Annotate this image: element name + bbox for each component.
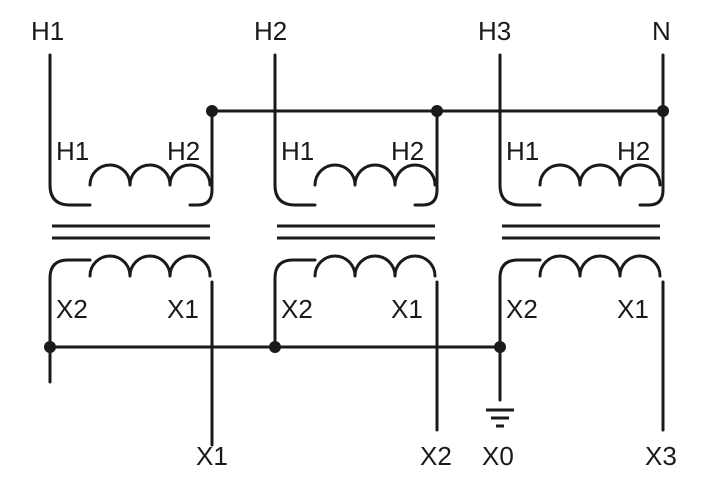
transformer-3-secondary: [498, 254, 665, 432]
secondary-1-right-label: X1: [167, 294, 199, 324]
top-terminal-h1: H1: [31, 16, 64, 46]
bottom-terminal-x3: X3: [645, 441, 677, 471]
transformer-2-secondary: [273, 254, 439, 432]
secondary-2-right-label: X1: [391, 294, 423, 324]
primary-1-right-label: H2: [167, 136, 200, 166]
transformer-3-primary: [498, 53, 665, 207]
transformer-1-primary: [48, 53, 214, 207]
transformer-cores: [52, 224, 660, 240]
bottom-terminal-x1: X1: [196, 441, 228, 471]
bottom-terminal-x0: X0: [482, 441, 514, 471]
top-terminal-n: N: [652, 16, 671, 46]
junction-dot: [494, 341, 506, 353]
secondary-3-left-label: X2: [506, 294, 538, 324]
transformer-1-secondary: [48, 254, 214, 447]
primary-1-left-label: H1: [56, 136, 89, 166]
primary-3-right-label: H2: [617, 136, 650, 166]
secondary-3-right-label: X1: [617, 294, 649, 324]
primary-3-left-label: H1: [506, 136, 539, 166]
junction-dot: [44, 341, 56, 353]
primary-2-left-label: H1: [281, 136, 314, 166]
top-terminal-h3: H3: [478, 16, 511, 46]
ground-icon: [486, 408, 514, 428]
secondary-2-left-label: X2: [281, 294, 313, 324]
primary-2-right-label: H2: [391, 136, 424, 166]
junction-dot: [269, 341, 281, 353]
secondary-1-left-label: X2: [56, 294, 88, 324]
top-terminal-h2: H2: [254, 16, 287, 46]
transformer-2-primary: [273, 53, 439, 207]
bottom-terminal-x2: X2: [420, 441, 452, 471]
